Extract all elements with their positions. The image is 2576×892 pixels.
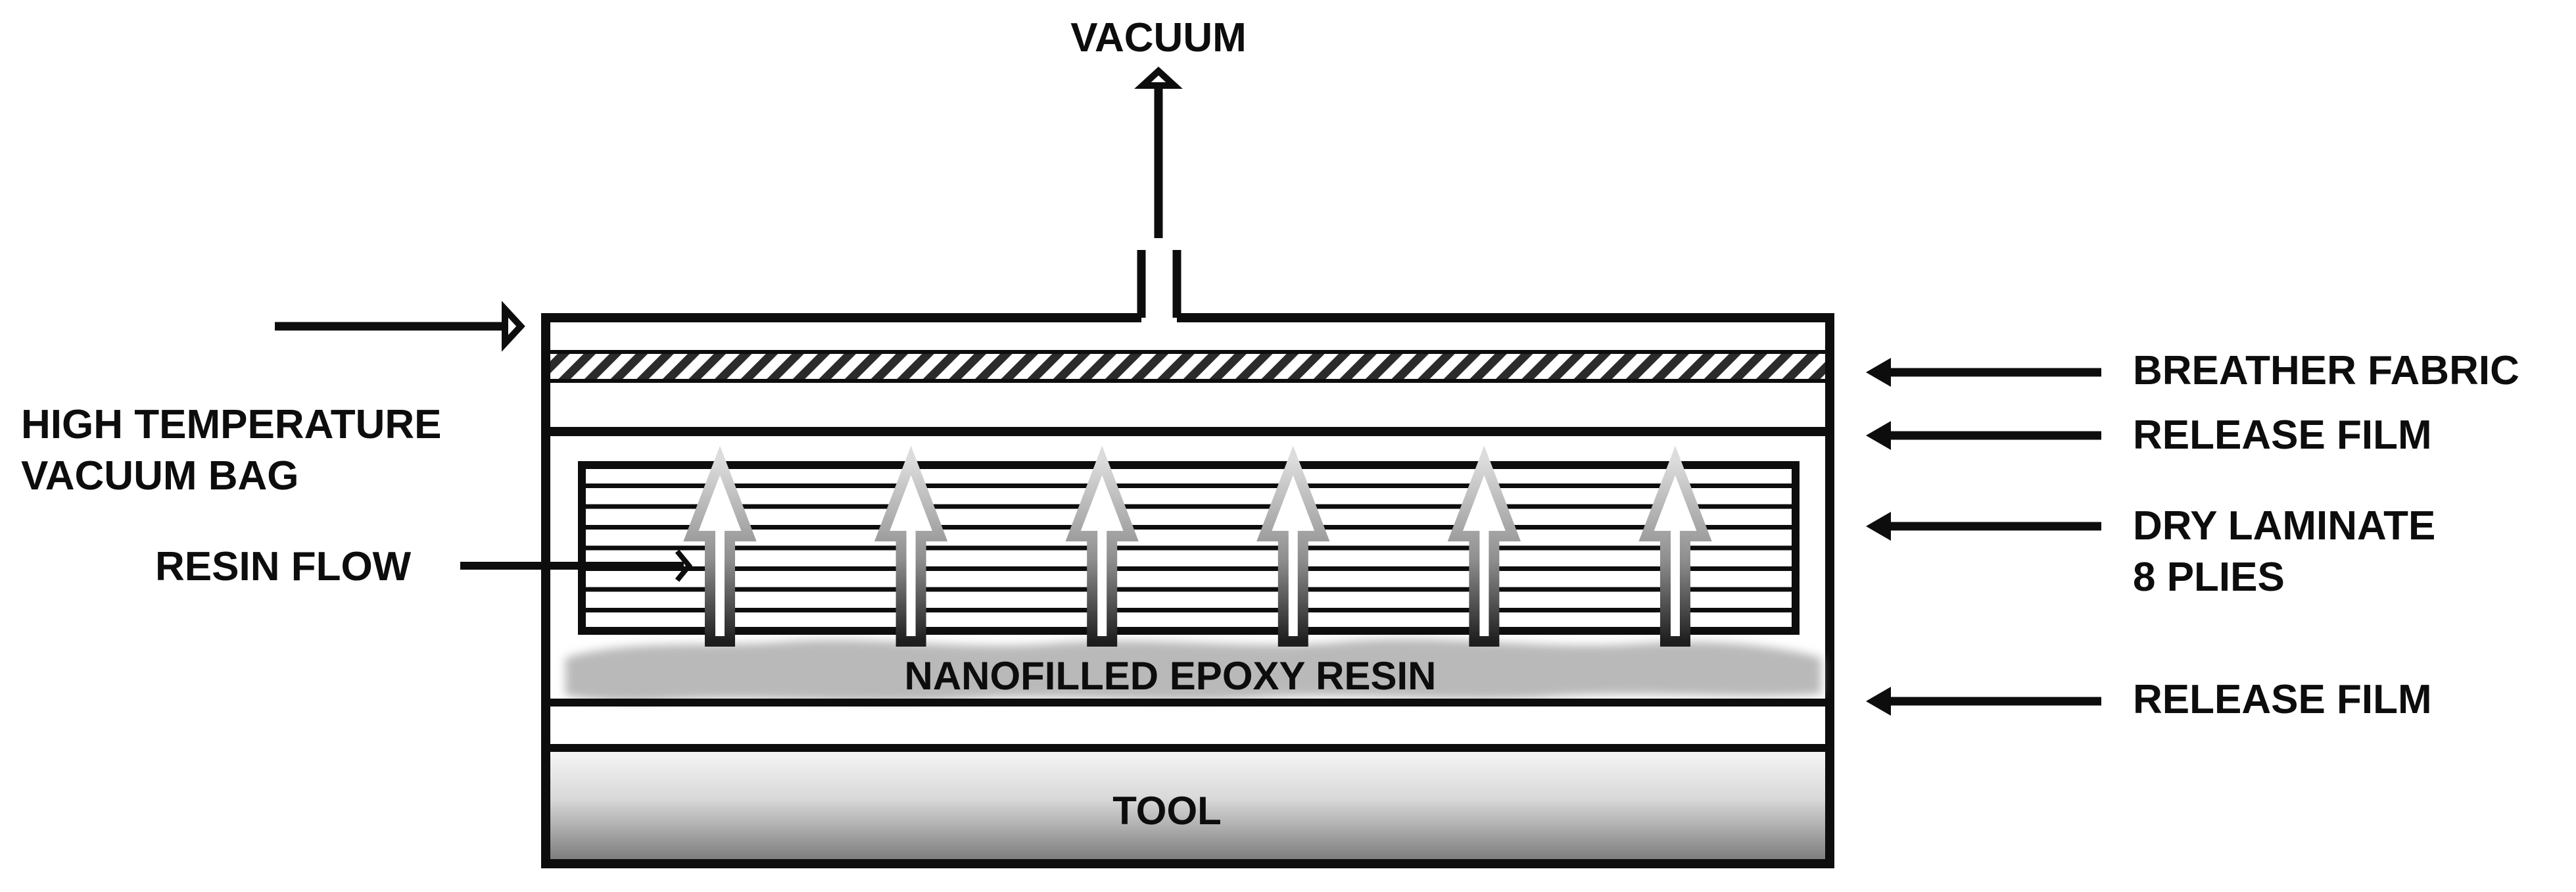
dry-laminate-label-line2: 8 PLIES <box>2133 555 2285 600</box>
resin-flow-arrows <box>683 445 1712 647</box>
resin-flow-pointer <box>460 549 693 582</box>
breather-fabric-label: BREATHER FABRIC <box>2133 348 2519 393</box>
resin-flow-arrow <box>1256 445 1330 647</box>
dry-laminate-pointer <box>1866 512 2101 541</box>
resin-flow-arrow <box>1065 445 1139 647</box>
resin-flow-arrow <box>1638 445 1712 647</box>
breather-fabric-layer <box>550 350 1825 383</box>
resin-flow-label: RESIN FLOW <box>155 544 412 589</box>
vacuum-bag-label-line2: VACUUM BAG <box>21 453 299 499</box>
tool-plate <box>550 750 1825 859</box>
dry-laminate-label-line1: DRY LAMINATE <box>2133 503 2435 549</box>
vacuum-bag-pointer <box>275 301 525 352</box>
vacuum-port <box>1134 66 1183 318</box>
resin-flow-arrow <box>1447 445 1521 647</box>
epoxy-resin-layer <box>565 639 1821 702</box>
release-film-bottom-label: RELEASE FILM <box>2133 677 2432 722</box>
release-film-bottom-pointer <box>1866 687 2101 716</box>
vacuum-bag-outline <box>541 313 1834 868</box>
resin-flow-arrow <box>683 445 757 647</box>
tool-label: TOOL <box>1112 789 1222 833</box>
release-film-top-pointer <box>1866 421 2101 450</box>
vacuum-bag-label-line1: HIGH TEMPERATURE <box>21 402 442 447</box>
breather-fabric-pointer <box>1866 358 2101 387</box>
release-film-top-label: RELEASE FILM <box>2133 412 2432 458</box>
epoxy-resin-label: NANOFILLED EPOXY RESIN <box>904 654 1436 698</box>
vacuum-label: VACUUM <box>1070 15 1247 61</box>
dry-laminate <box>578 461 1800 635</box>
resin-flow-arrow <box>874 445 948 647</box>
